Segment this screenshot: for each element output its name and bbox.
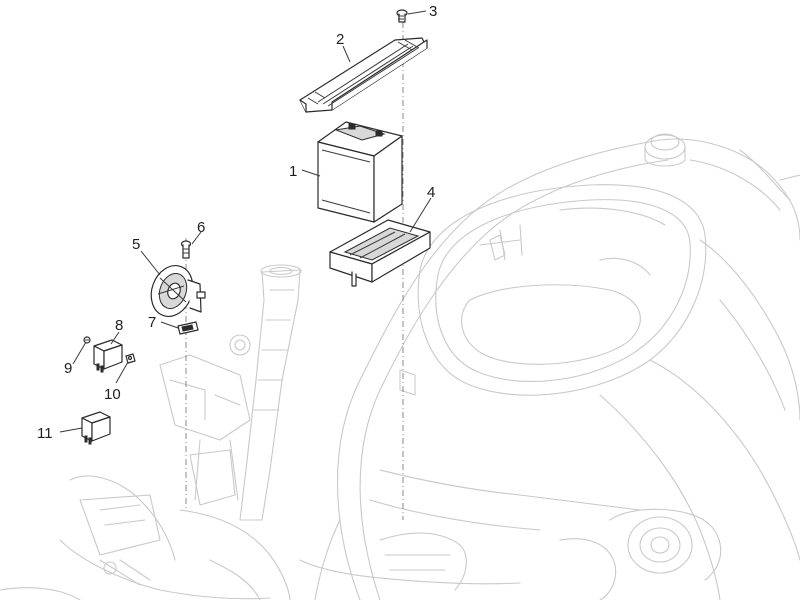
bolt-icon [180, 240, 192, 259]
assembly-axis-lines [185, 22, 404, 520]
callout-7: 7 [148, 314, 156, 331]
screw-icon [83, 336, 91, 344]
callout-6: 6 [197, 219, 205, 236]
callout-9: 9 [64, 360, 72, 377]
callout-5: 5 [132, 236, 140, 253]
relay-icon [81, 411, 111, 445]
screw-icon [396, 9, 408, 23]
callout-2: 2 [336, 31, 344, 48]
callout-11: 11 [37, 425, 53, 442]
callout-4: 4 [427, 184, 435, 201]
callout-labels: 1 2 3 4 5 6 7 8 9 10 11 [37, 3, 437, 442]
scooter-frame-ghost [0, 133, 800, 600]
battery-icon [317, 121, 403, 223]
horn-icon [150, 265, 206, 317]
callout-8: 8 [115, 317, 123, 334]
battery-tray-icon [329, 219, 431, 287]
nut-clip-icon [125, 353, 136, 364]
leader-lines [59, 10, 432, 433]
battery-strap-icon [299, 37, 428, 113]
callout-10: 10 [104, 386, 121, 403]
relay-icon [93, 339, 123, 373]
bracket-clip-icon [177, 321, 199, 335]
callout-3: 3 [429, 3, 437, 20]
callout-1: 1 [289, 163, 297, 180]
